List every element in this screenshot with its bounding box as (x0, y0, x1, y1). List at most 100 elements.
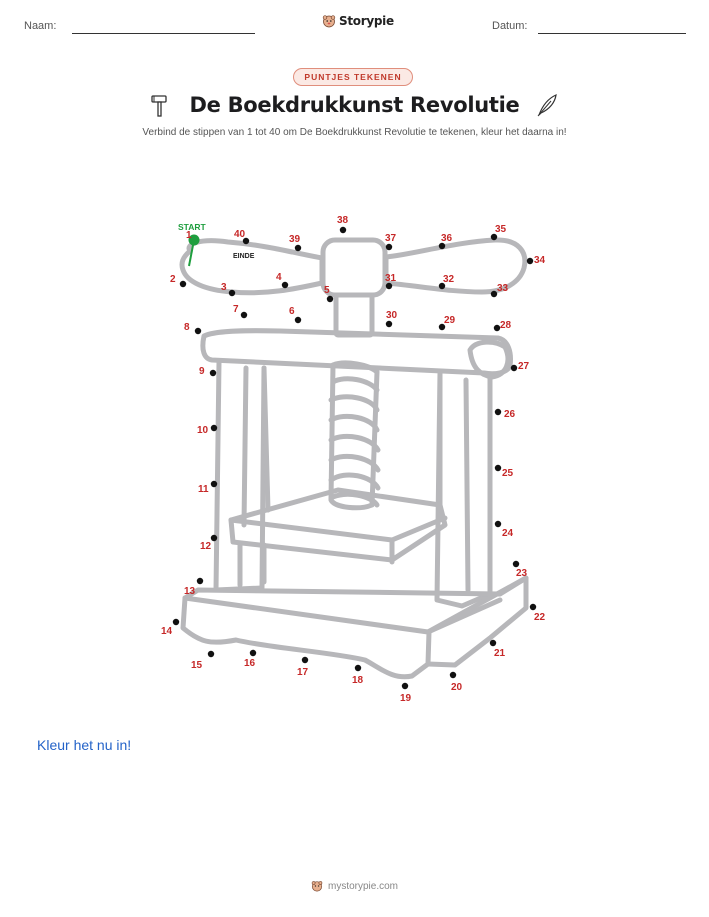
dot-label-29: 29 (444, 315, 456, 326)
start-dot (188, 234, 200, 246)
dot-label-37: 37 (385, 233, 397, 244)
dot-40 (242, 237, 250, 245)
name-label: Naam: (24, 20, 57, 32)
dot-label-20: 20 (451, 682, 463, 693)
dot-label-2: 2 (170, 274, 176, 285)
dot-label-3: 3 (221, 282, 227, 293)
hammer-icon (151, 95, 168, 117)
dot-14 (172, 618, 180, 626)
dot-label-4: 4 (276, 272, 282, 283)
page-title: De Boekdrukkunst Revolutie (189, 93, 520, 117)
dot-label-18: 18 (352, 675, 364, 686)
dot-28 (493, 324, 501, 332)
dot-11 (210, 480, 218, 488)
date-label: Datum: (492, 20, 528, 32)
dot-label-31: 31 (385, 273, 397, 284)
dot-label-21: 21 (494, 648, 506, 659)
dot-label-12: 12 (200, 541, 212, 552)
dot-31 (385, 282, 393, 290)
dot-label-15: 15 (191, 660, 203, 671)
date-field-line[interactable] (538, 33, 686, 34)
dot-label-1: 1 (186, 230, 192, 241)
dot-label-19: 19 (400, 693, 412, 704)
dot-17 (301, 656, 309, 664)
dot-24 (494, 520, 502, 528)
dot-label-22: 22 (534, 612, 546, 623)
dot-8 (194, 327, 202, 335)
brand-logo: Storypie (322, 14, 394, 28)
start-marker: START (178, 222, 207, 267)
dot-16 (249, 649, 257, 657)
dot-19 (401, 682, 409, 690)
dot-label-38: 38 (337, 215, 349, 226)
dot-label-17: 17 (297, 667, 309, 678)
dot-label-30: 30 (386, 310, 398, 321)
dot-label-25: 25 (502, 468, 514, 479)
dot-37 (385, 243, 393, 251)
dot-21 (489, 639, 497, 647)
storypie-mascot-icon (322, 15, 336, 28)
storypie-mascot-icon (311, 881, 323, 892)
dot-20 (449, 671, 457, 679)
dot-5 (326, 295, 334, 303)
dot-label-36: 36 (441, 233, 453, 244)
dot-35 (490, 233, 498, 241)
dot-label-8: 8 (184, 322, 190, 333)
dot-2 (179, 280, 187, 288)
category-badge: PUNTJES TEKENEN (293, 68, 413, 86)
dot-39 (294, 244, 302, 252)
dot-22 (529, 603, 537, 611)
dot-label-7: 7 (233, 304, 239, 315)
dot-9 (209, 369, 217, 377)
name-field-line[interactable] (72, 33, 255, 34)
dot-label-39: 39 (289, 234, 301, 245)
dot-7 (240, 311, 248, 319)
dot-label-13: 13 (184, 586, 196, 597)
dot-15 (207, 650, 215, 658)
dot-27 (510, 364, 518, 372)
dot-label-5: 5 (324, 285, 330, 296)
dot-3 (228, 289, 236, 297)
footer-url: mystorypie.com (327, 880, 398, 892)
dot-label-9: 9 (199, 366, 205, 377)
dot-label-32: 32 (443, 274, 455, 285)
footer: mystorypie.com (0, 880, 709, 892)
dot-29 (438, 323, 446, 331)
dot-label-11: 11 (198, 484, 209, 495)
dot-36 (438, 242, 446, 250)
dot-30 (385, 320, 393, 328)
dot-label-33: 33 (497, 283, 509, 294)
title-row: De Boekdrukkunst Revolutie (0, 92, 709, 118)
start-label: START (178, 222, 207, 232)
dot-label-35: 35 (495, 224, 507, 235)
dot-38 (339, 226, 347, 234)
dot-label-14: 14 (161, 626, 173, 637)
dot-label-26: 26 (504, 409, 516, 420)
dot-label-40: 40 (234, 229, 246, 240)
instructions: Verbind de stippen van 1 tot 40 om De Bo… (142, 127, 567, 138)
dot-label-27: 27 (518, 361, 530, 372)
dot-33 (490, 290, 498, 298)
dot-label-23: 23 (516, 568, 528, 579)
dot-25 (494, 464, 502, 472)
dot-4 (281, 281, 289, 289)
dot-18 (354, 664, 362, 672)
dot-34 (526, 257, 534, 265)
dot-10 (210, 424, 218, 432)
dot-6 (294, 316, 302, 324)
dot-label-28: 28 (500, 320, 512, 331)
printing-press-outline (179, 237, 529, 680)
dot-label-10: 10 (197, 425, 209, 436)
dot-12 (210, 534, 218, 542)
dot-13 (196, 577, 204, 585)
dot-32 (438, 282, 446, 290)
dot-label-6: 6 (289, 306, 295, 317)
dot-label-34: 34 (534, 255, 546, 266)
dot-23 (512, 560, 520, 568)
end-label: EINDE (233, 253, 255, 260)
brand-name: Storypie (339, 14, 394, 28)
dot-label-16: 16 (244, 658, 256, 669)
color-prompt: Kleur het nu in! (37, 737, 132, 753)
